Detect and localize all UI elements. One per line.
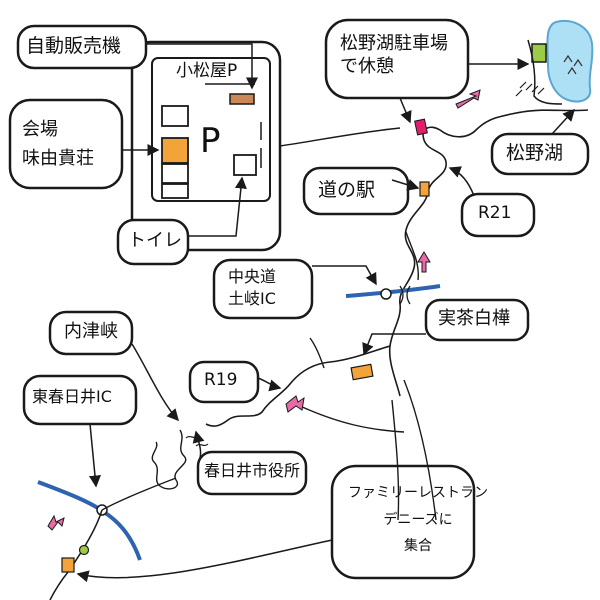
chuo-expressway (345, 284, 441, 298)
bubble-naitsukyo (48, 310, 134, 356)
main-road-upper (388, 109, 589, 397)
lake-shore-road (527, 39, 563, 105)
label-kasugai-city-hall: 春日井市役所 (204, 461, 301, 480)
bubble-michi-no-eki (302, 166, 410, 216)
michi-no-eki-marker (419, 181, 430, 197)
pointer-matsuno-lake (551, 108, 576, 135)
parking-lot-outline (151, 57, 271, 202)
matsuno-lake-water (546, 20, 594, 103)
bubble-venue (8, 98, 124, 190)
local-road-1 (403, 379, 437, 521)
bubble-matsuno-parking (324, 18, 470, 100)
komatsuya-parking-marker (229, 93, 255, 105)
label-matsuno-lake: 松野湖 (506, 142, 564, 164)
direction-arrow-toki (417, 251, 431, 273)
pointer-kasugai-ic (89, 423, 101, 488)
pointer-toilet (188, 176, 247, 237)
pointer-naitsukyo (131, 343, 180, 422)
kasugai-road-east (101, 477, 177, 511)
pointer-r21 (448, 166, 475, 197)
hatching (515, 81, 545, 97)
pointer-meeting (76, 539, 333, 583)
bubble-matsuno-lake (490, 132, 590, 176)
label-jissaku-shirakaba: 実茶白樺 (438, 308, 510, 329)
pointer-matsuno-parking-2 (399, 97, 412, 124)
toilet-building (233, 154, 257, 176)
building-block-4 (161, 183, 189, 199)
building-block-1 (161, 105, 189, 127)
building-block-venue (161, 137, 189, 164)
facility-exit-road (279, 127, 401, 147)
label-meeting-point: ファミリーレストラン デニーズに 集合 (348, 485, 488, 555)
toki-ic-junction (380, 288, 392, 300)
label-naitsukyo: 内津峡 (64, 321, 118, 342)
meeting-point-marker (61, 557, 75, 573)
label-parking-p: P (200, 121, 221, 161)
pointer-r19 (257, 377, 282, 392)
label-michi-no-eki: 道の駅 (318, 179, 376, 201)
toki-ic-ramp (399, 285, 411, 305)
bubble-r19 (188, 360, 260, 404)
label-r21: R21 (478, 203, 512, 223)
bubble-toki-ic (212, 258, 314, 320)
label-venue: 会場 味由貴荘 (22, 119, 94, 169)
bubble-jissaku (424, 298, 530, 342)
lake-parking-marker (531, 43, 547, 63)
label-matsuno-lake-parking: 松野湖駐車場 で休憩 (340, 33, 448, 78)
tree-mark-2 (573, 58, 583, 67)
bubble-meeting (330, 464, 476, 580)
bubble-city-hall (196, 450, 308, 496)
bubble-toilet (116, 218, 190, 266)
label-toilet: トイレ (128, 230, 182, 251)
label-chuo-expressway-ic: 中央道 土岐IC (228, 267, 277, 308)
jissaku-shirakaba-marker (350, 363, 374, 381)
stream-squiggle-1 (185, 435, 199, 439)
pointer-michi-no-eki (391, 179, 420, 191)
label-vending-machine: 自動販売機 (26, 35, 122, 57)
direction-arrow-kasugai (47, 514, 65, 531)
local-road-3 (299, 405, 405, 433)
label-r19: R19 (204, 370, 238, 390)
pointer-vending (146, 43, 258, 90)
green-dot-marker (78, 544, 90, 556)
building-block-3 (161, 163, 189, 184)
direction-arrow-lake (455, 89, 481, 109)
bubble-r21 (460, 192, 536, 238)
kasugai-local-road (49, 509, 103, 600)
stream-squiggle-2 (195, 443, 209, 447)
local-road-4 (309, 337, 325, 369)
pointer-city-hall (192, 430, 205, 463)
tree-mark-3 (567, 66, 577, 75)
lower-road (205, 345, 391, 427)
pointer-toki-ic (312, 265, 377, 286)
main-road-branch (405, 231, 420, 281)
local-road-2 (391, 399, 400, 521)
label-komatsuya-parking: 小松屋P (176, 61, 238, 81)
tree-mark-1 (563, 54, 573, 63)
direction-arrow-r19 (285, 395, 305, 413)
pointer-jissaku (362, 333, 426, 356)
bubble-vending (16, 24, 148, 70)
valley-stream (151, 429, 187, 490)
bubble-kasugai-ic (22, 374, 138, 426)
label-kasugai-ic: 東春日井IC (32, 387, 112, 406)
matsuno-parking-marker (414, 118, 428, 136)
